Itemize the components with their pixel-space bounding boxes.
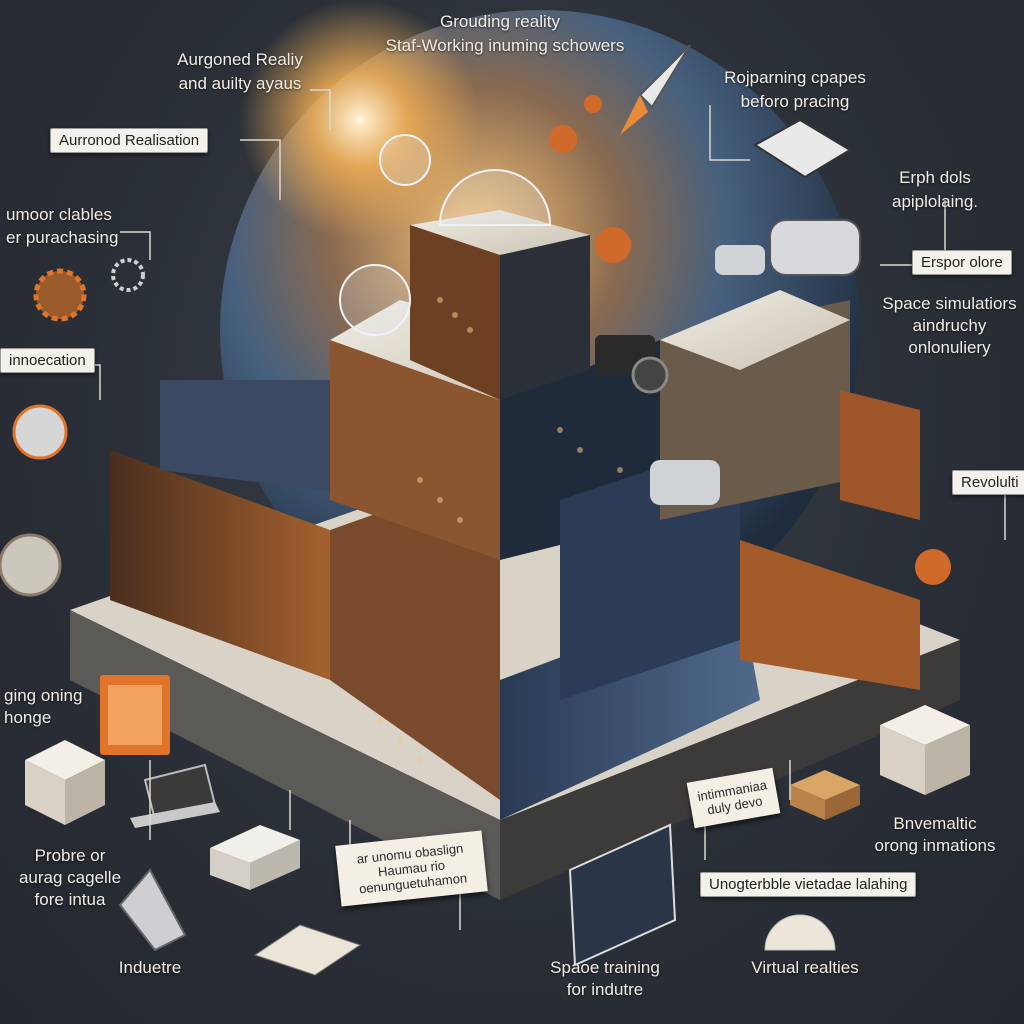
tag-innovation: innoecation [0, 348, 95, 373]
label-left-2: er purachasing [6, 228, 119, 247]
tag-bottom-right: Unogterbble vietadae lalahing [700, 872, 917, 897]
label-right-mid-3: onlonuliery [908, 338, 991, 357]
orange-orbs [549, 95, 951, 585]
label-left-lower-1: ging oning [4, 686, 83, 705]
label-right-1: Erph dols [899, 168, 971, 187]
tag-augmented-realisation: Aurronod Realisation [50, 128, 209, 153]
label-top-center-1: Grouding reality [439, 12, 560, 31]
tag-explore: Erspor olore [912, 250, 1012, 275]
cube-icon [25, 705, 970, 825]
screen-icon [568, 823, 677, 967]
label-right-2: apiplolaing. [891, 192, 978, 211]
label-right-mid-2: aindruchy [912, 316, 987, 335]
dome-icon [764, 914, 836, 951]
label-top-center-2: Staf-Working inuming schowers [385, 36, 625, 55]
server-box-icon [210, 825, 300, 890]
label-top-right-2: beforo pracing [740, 92, 850, 111]
label-bottom-center-1: Spaoe training [550, 958, 660, 977]
label-left-lower-2: honge [4, 708, 52, 727]
label-bottom-left-1: Probre or [34, 846, 106, 865]
label-right-mid-1: Space simulatiors [882, 294, 1017, 313]
label-top-right-1: Rojparning cpapes [724, 68, 866, 87]
book-icon [253, 924, 362, 976]
label-bottom-center-2: for indutre [566, 980, 644, 999]
label-bottom-left-4: Induetre [118, 958, 182, 977]
label-right-lower-2: orong inmations [874, 836, 996, 855]
rocket-icon [620, 44, 691, 135]
phone-icon [118, 868, 187, 952]
tablet-icon [100, 675, 170, 755]
tag-revolution: Revolulti [952, 470, 1024, 495]
label-bottom-left-2: aurag cagelle [18, 868, 122, 887]
glass-domes [339, 134, 552, 336]
laptop-icon [130, 763, 220, 828]
label-top-left-2: and auilty ayaus [178, 74, 302, 93]
label-left-1: umoor clables [6, 205, 112, 224]
solar-panel-icon [753, 118, 852, 179]
label-right-lower-1: Bnvemaltic [893, 814, 977, 833]
camera-icon [595, 335, 669, 394]
label-bottom-left-3: fore intua [34, 890, 106, 909]
label-bottom-right: Virtual realties [751, 958, 859, 977]
label-top-left-1: Aurgoned Realiy [177, 50, 303, 69]
gear-icon [0, 258, 145, 597]
vr-headset-icon [650, 219, 861, 505]
